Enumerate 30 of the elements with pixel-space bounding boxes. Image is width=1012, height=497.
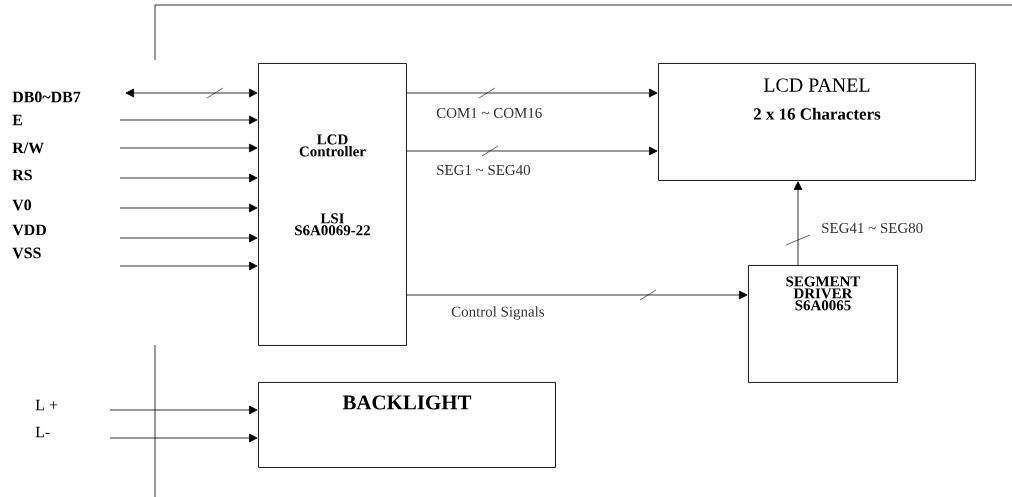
arrow (119, 203, 258, 213)
arrow (406, 88, 658, 98)
arrow (119, 143, 258, 153)
arrow (119, 261, 258, 271)
arrow (119, 115, 258, 125)
arrow (125, 88, 258, 98)
pin-label: DB0~DB7 (12, 91, 81, 103)
edge-label: Control Signals (450, 305, 546, 321)
edge-label: SEG41 ~ SEG80 (820, 221, 925, 235)
arrow (109, 405, 258, 415)
pin-label: VDD (12, 224, 46, 236)
edge-label: SEG1 ~ SEG40 (435, 163, 532, 177)
pin-label: RS (12, 169, 32, 181)
panel-box: LCD PANEL 2 x 16 Characters (658, 63, 976, 181)
arrow (119, 233, 258, 243)
pin-label: E (12, 114, 22, 126)
arrow (793, 181, 803, 266)
pin-label: R/W (12, 142, 44, 154)
pin-label: L- (35, 426, 50, 438)
backlight-box: BACKLIGHT (258, 382, 556, 468)
pin-label: V0 (12, 199, 32, 211)
arrow (406, 290, 748, 300)
arrow (406, 146, 658, 156)
arrow (109, 433, 258, 443)
pin-label: VSS (12, 247, 41, 259)
controller-box: LCD Controller LSI S6A0069-22 (258, 63, 407, 346)
edge-label: COM1 ~ COM16 (435, 107, 544, 119)
arrow (119, 173, 258, 183)
pin-label: L + (35, 399, 58, 411)
driver-box: SEGMENT DRIVER S6A0065 (748, 265, 898, 383)
